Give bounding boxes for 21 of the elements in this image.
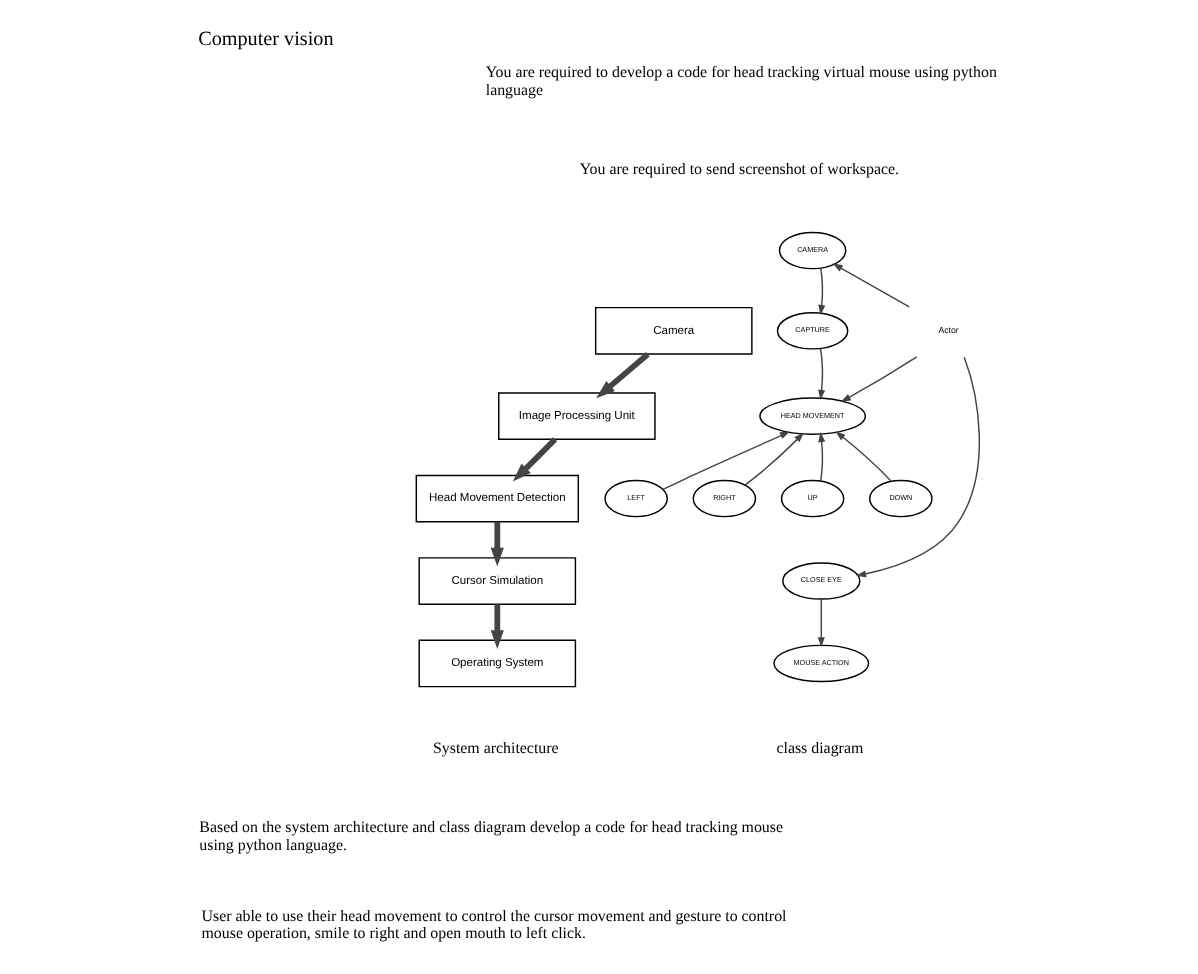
label: System architecture <box>431 738 558 757</box>
arrow <box>816 598 824 648</box>
arrow <box>489 521 503 567</box>
arrow <box>743 432 803 486</box>
arrow <box>817 347 825 401</box>
label: You are required to develop a code for head tracking virtual mouse using python language <box>484 63 996 99</box>
arrow <box>595 352 649 399</box>
arrow <box>839 356 917 403</box>
label: class diagram <box>775 738 863 757</box>
arrow <box>834 431 891 482</box>
arrow <box>854 356 979 578</box>
label: You are required to send screenshot of workspace. <box>578 160 899 179</box>
arrow <box>489 604 503 650</box>
label: Based on the system architecture and class diagram develop a code for head tracking mouse using python language. <box>198 818 783 854</box>
arrow <box>661 431 790 491</box>
arrow <box>511 437 557 482</box>
arrow <box>831 263 909 308</box>
label: User able to use their head movement to control the cursor movement and gesture to control mouse operation, smile to right and open mouth to left click. <box>200 906 786 942</box>
diagram-title: Computer vision <box>197 28 333 51</box>
arrow <box>817 431 825 482</box>
arrow <box>817 267 825 316</box>
